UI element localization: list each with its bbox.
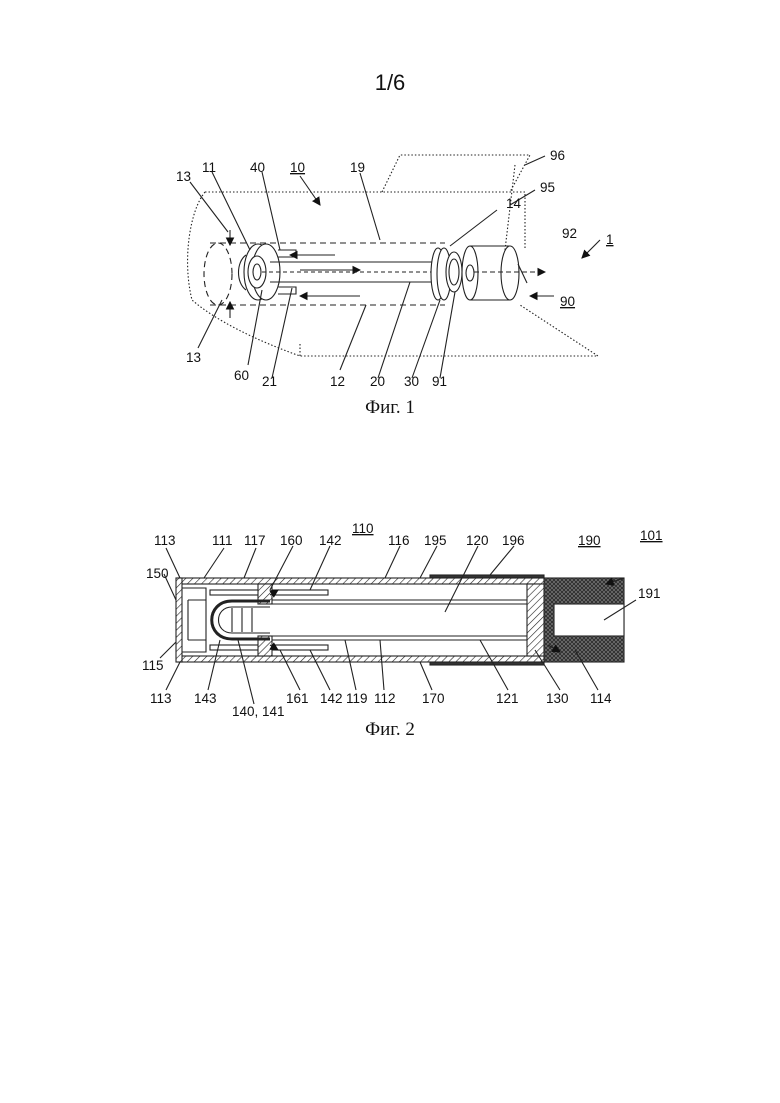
fig2-label-121: 121 (496, 691, 519, 706)
fig2-label-113-top: 113 (154, 533, 176, 548)
lower-prong (278, 287, 296, 294)
fig2-label-117: 117 (244, 533, 266, 548)
fig2-label-111: 111 (212, 533, 233, 548)
fig1-label-40: 40 (250, 160, 265, 175)
fig2-label-101: 101 (640, 528, 663, 543)
figure-1-drawing (188, 155, 600, 378)
inner-tube (270, 600, 527, 640)
cover-outline (382, 155, 530, 192)
figure-2-caption: Фиг. 2 (0, 719, 780, 741)
housing-outline-top (205, 192, 525, 250)
fig1-label-92: 92 (562, 226, 577, 241)
mouthpiece-channel (554, 604, 624, 636)
fig2-label-170: 170 (422, 691, 445, 706)
fig2-label-142-top: 142 (319, 533, 342, 548)
outer-wall-top (178, 578, 544, 584)
fig1-label-13-top: 13 (176, 169, 191, 184)
fig2-label-143: 143 (194, 691, 217, 706)
fig1-label-12: 12 (330, 374, 345, 389)
fig1-label-20: 20 (370, 374, 385, 389)
block-150 (182, 588, 206, 652)
figure-1-caption: Фиг. 1 (0, 397, 780, 419)
fig1-label-60: 60 (234, 368, 249, 383)
fig2-label-119: 119 (346, 691, 368, 706)
fig2-label-130: 130 (546, 691, 569, 706)
fig1-label-10: 10 (290, 160, 305, 175)
fig2-label-196: 196 (502, 533, 525, 548)
fig2-label-150: 150 (146, 566, 169, 581)
fig2-label-191: 191 (638, 586, 661, 601)
fig2-label-142-bottom: 142 (320, 691, 343, 706)
fig1-label-13-bottom: 13 (186, 350, 201, 365)
fig1-label-21: 21 (262, 374, 277, 389)
cartridge-end-cap (204, 243, 232, 305)
fig2-label-114: 114 (590, 691, 612, 706)
fig1-label-1: 1 (606, 232, 614, 247)
figure-2-drawing (160, 546, 636, 704)
fig2-label-161: 161 (286, 691, 309, 706)
fig1-label-30: 30 (404, 374, 419, 389)
fig1-label-95: 95 (540, 180, 555, 195)
fig2-label-113-bottom: 113 (150, 691, 172, 706)
rear-element-130 (527, 584, 544, 656)
fig1-label-91: 91 (432, 374, 447, 389)
fig2-label-140-141: 140, 141 (232, 704, 285, 719)
fig2-label-116: 116 (388, 533, 410, 548)
front-wall-115 (176, 578, 182, 662)
fig2-label-112: 112 (374, 691, 396, 706)
fig2-label-190: 190 (578, 533, 601, 548)
fig2-label-115: 115 (142, 658, 164, 673)
fig1-label-90: 90 (560, 294, 575, 309)
upper-prong (278, 250, 296, 257)
figure-1-labels: 13 11 40 10 19 96 95 14 92 1 90 13 60 21… (176, 148, 614, 389)
fig2-label-160: 160 (280, 533, 303, 548)
fig1-label-19: 19 (350, 160, 365, 175)
fig2-label-110: 110 (352, 521, 374, 536)
fig2-label-120: 120 (466, 533, 489, 548)
fig2-label-195: 195 (424, 533, 447, 548)
fig1-label-96: 96 (550, 148, 565, 163)
fig1-label-14: 14 (506, 196, 522, 211)
fig1-label-11: 11 (202, 160, 216, 175)
